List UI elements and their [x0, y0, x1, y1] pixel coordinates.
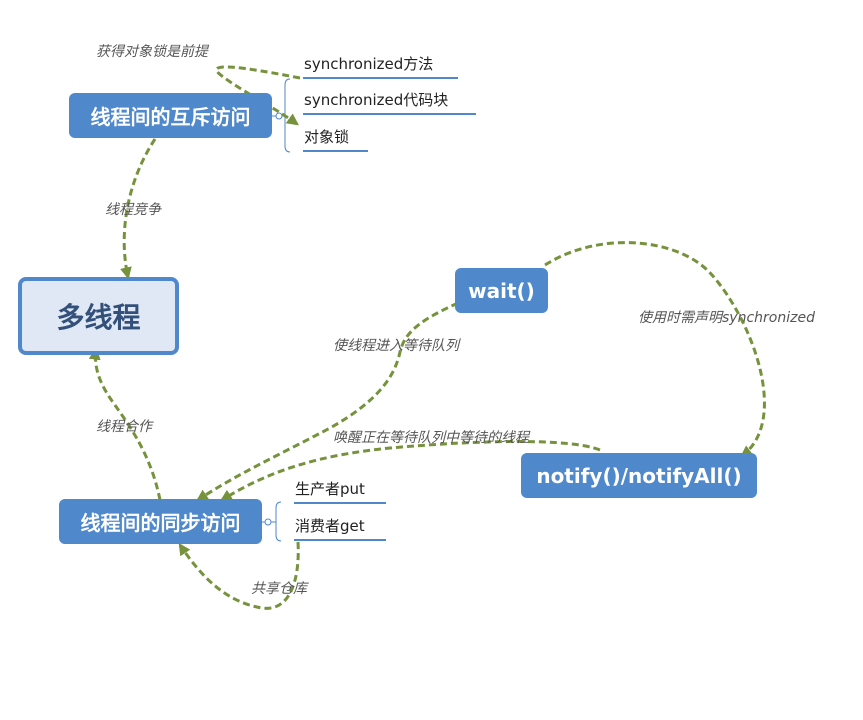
relation-cooperate: [88, 347, 162, 501]
topic-notify-label: notify()/notifyAll(): [536, 463, 742, 488]
subtopic-producer-put[interactable]: 生产者put: [294, 479, 386, 504]
topic-mutex-access[interactable]: 线程间的互斥访问: [69, 93, 272, 138]
relation-shared-store: [178, 541, 300, 610]
subtopic-sync-block-label: synchronized代码块: [304, 91, 449, 109]
relation-label-lock-prereq: 获得对象锁是前提: [96, 44, 208, 60]
relation-label-enter-queue: 使线程进入等待队列: [333, 338, 459, 354]
subtopic-sync-method[interactable]: synchronized方法: [303, 54, 458, 79]
subtopic-object-lock[interactable]: 对象锁: [303, 127, 368, 152]
subtopic-sync-block[interactable]: synchronized代码块: [303, 90, 476, 115]
relation-label-declare-sync: 使用时需声明synchronized: [638, 310, 815, 326]
subtopic-object-lock-label: 对象锁: [304, 128, 350, 146]
relation-wake-up: [219, 440, 601, 502]
subtopic-producer-put-label: 生产者put: [295, 480, 365, 498]
relation-label-shared-store: 共享仓库: [251, 581, 307, 597]
relation-lock-prereq: [215, 65, 301, 126]
relation-enter-queue: [196, 301, 459, 502]
topic-sync-access[interactable]: 线程间的同步访问: [59, 499, 262, 544]
relation-label-compete: 线程竞争: [105, 202, 161, 218]
relation-label-cooperate: 线程合作: [96, 419, 152, 435]
central-topic[interactable]: 多线程: [18, 277, 179, 355]
central-topic-label: 多线程: [56, 301, 141, 334]
subtopic-consumer-get[interactable]: 消费者get: [294, 516, 386, 541]
topic-wait-label: wait(): [468, 278, 535, 303]
topic-wait[interactable]: wait(): [455, 268, 548, 313]
sync-branch-connector: [262, 501, 282, 542]
relation-label-wake-up: 唤醒正在等待队列中等待的线程: [333, 430, 529, 446]
subtopic-consumer-get-label: 消费者get: [295, 517, 365, 535]
topic-notify[interactable]: notify()/notifyAll(): [521, 453, 757, 498]
subtopic-sync-method-label: synchronized方法: [304, 55, 434, 73]
mutex-branch-connector: [272, 78, 291, 153]
topic-mutex-access-label: 线程间的互斥访问: [90, 105, 251, 129]
relation-declare-sync: [544, 241, 766, 458]
topic-sync-access-label: 线程间的同步访问: [80, 511, 241, 535]
relation-compete: [120, 138, 157, 280]
